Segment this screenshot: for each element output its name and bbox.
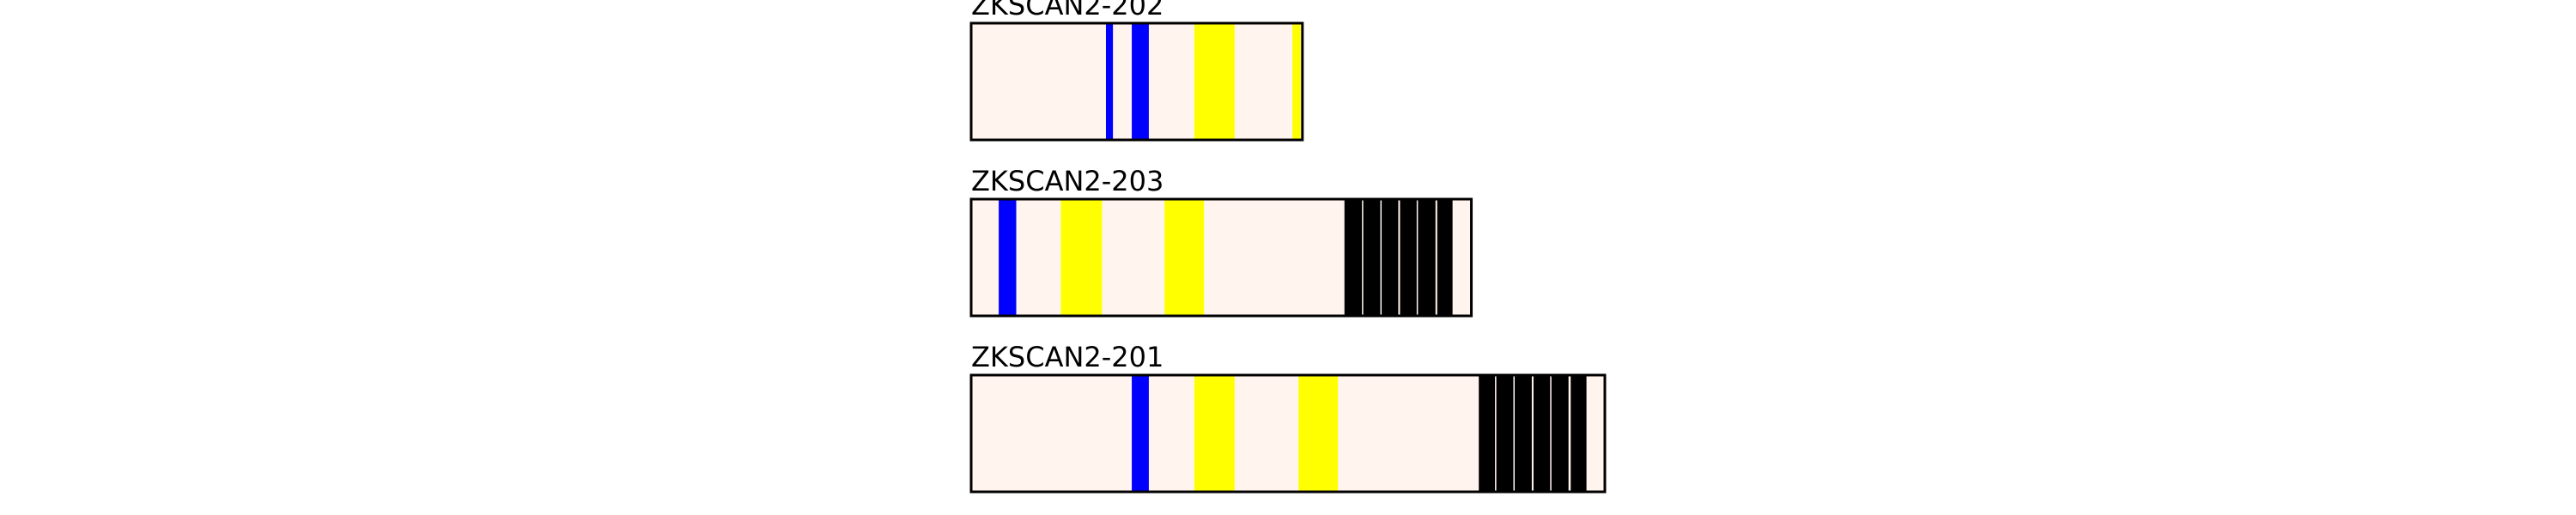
- yellow-feature-band: [1298, 375, 1339, 492]
- transcript-zkscan2-202: ZKSCAN2-202: [969, 0, 1304, 142]
- yellow-feature-band: [1164, 199, 1205, 316]
- transcript-label: ZKSCAN2-201: [971, 341, 1163, 373]
- blue-feature-band: [1105, 23, 1114, 140]
- black-feature-band: [1533, 375, 1551, 492]
- black-feature-band: [1571, 375, 1587, 492]
- black-feature-band: [1363, 199, 1381, 316]
- yellow-feature-band: [1194, 375, 1235, 492]
- blue-feature-band: [1132, 23, 1149, 140]
- transcript-label: ZKSCAN2-203: [971, 165, 1163, 197]
- black-feature-band: [1515, 375, 1532, 492]
- black-feature-band: [1418, 199, 1436, 316]
- black-feature-band: [1496, 375, 1514, 492]
- transcript-outline: [969, 197, 1473, 318]
- blue-feature-band: [999, 199, 1017, 316]
- transcript-zkscan2-203: ZKSCAN2-203: [969, 165, 1473, 318]
- black-feature-band: [1479, 375, 1496, 492]
- yellow-feature-band: [1060, 199, 1103, 316]
- yellow-feature-band: [1292, 23, 1301, 140]
- black-feature-band: [1344, 199, 1363, 316]
- transcript-outline: [969, 373, 1607, 494]
- blue-feature-band: [1132, 375, 1149, 492]
- black-feature-band: [1551, 375, 1569, 492]
- black-feature-band: [1382, 199, 1399, 316]
- yellow-feature-band: [1194, 23, 1235, 140]
- transcript-zkscan2-201: ZKSCAN2-201: [969, 341, 1607, 494]
- black-feature-band: [1437, 199, 1453, 316]
- transcript-label: ZKSCAN2-202: [971, 0, 1163, 21]
- black-feature-band: [1400, 199, 1417, 316]
- transcript-outline: [969, 21, 1304, 142]
